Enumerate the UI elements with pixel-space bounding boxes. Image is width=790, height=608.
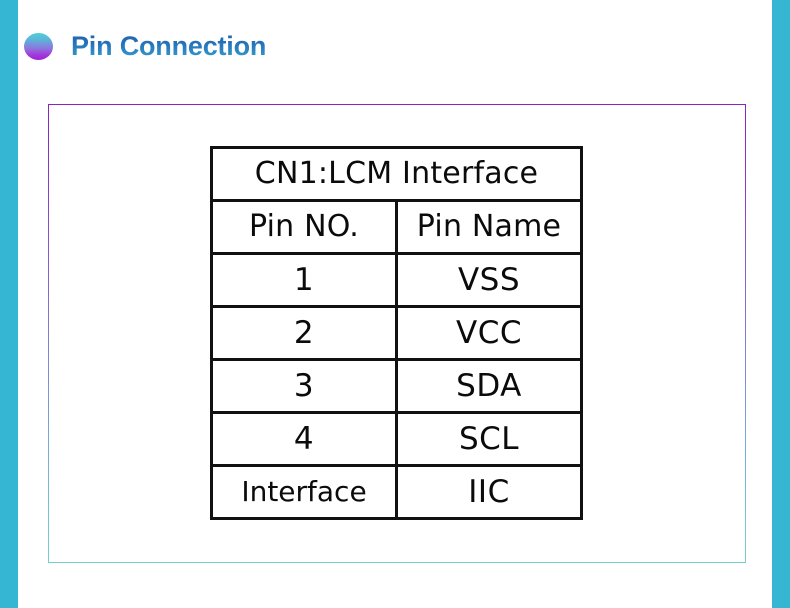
cell-pin-no: Interface — [210, 464, 398, 520]
pin-table-figure: CN1:LCM Interface Pin NO. Pin Name 1 VSS… — [210, 146, 583, 520]
cell-pin-name: VCC — [395, 305, 583, 361]
right-accent-bar — [772, 0, 790, 608]
cell-pin-name: SDA — [395, 358, 583, 414]
table-row: Interface IIC — [210, 464, 583, 520]
cell-pin-no: 1 — [210, 252, 398, 308]
cell-pin-name: IIC — [395, 464, 583, 520]
content-panel: CN1:LCM Interface Pin NO. Pin Name 1 VSS… — [48, 104, 746, 563]
column-header-pin-name: Pin Name — [395, 199, 583, 255]
column-header-pin-no: Pin NO. — [210, 199, 398, 255]
content-panel-inner: CN1:LCM Interface Pin NO. Pin Name 1 VSS… — [49, 105, 745, 562]
left-accent-bar — [0, 0, 18, 608]
table-row: 4 SCL — [210, 411, 583, 467]
cell-pin-name: VSS — [395, 252, 583, 308]
cell-pin-no: 4 — [210, 411, 398, 467]
table-row: 3 SDA — [210, 358, 583, 414]
table-title-cell: CN1:LCM Interface — [210, 146, 583, 202]
page-title: Pin Connection — [71, 30, 267, 61]
slide-heading: Pin Connection — [24, 26, 266, 66]
table-row: 1 VSS — [210, 252, 583, 308]
table-row-title: CN1:LCM Interface — [210, 146, 583, 202]
bullet-circle-icon — [24, 32, 53, 60]
table-row: 2 VCC — [210, 305, 583, 361]
cell-pin-name: SCL — [395, 411, 583, 467]
table-row-header: Pin NO. Pin Name — [210, 199, 583, 255]
pin-connection-table: CN1:LCM Interface Pin NO. Pin Name 1 VSS… — [210, 146, 583, 520]
cell-pin-no: 2 — [210, 305, 398, 361]
cell-pin-no: 3 — [210, 358, 398, 414]
